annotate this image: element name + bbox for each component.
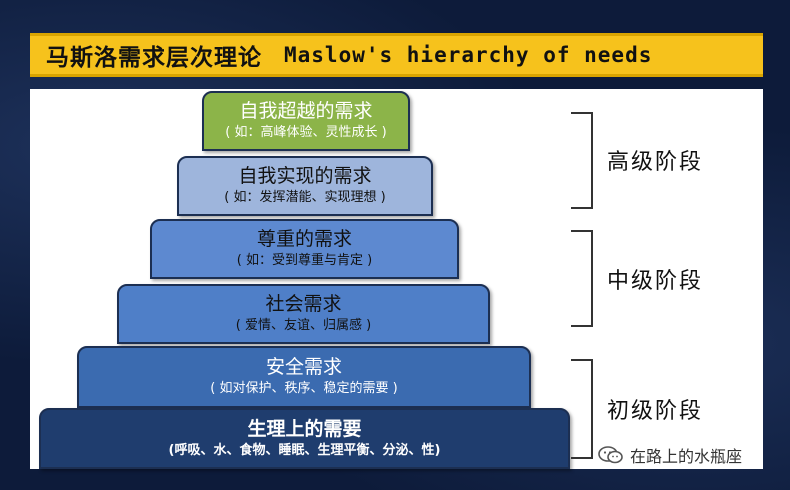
title-english: Maslow's hierarchy of needs [284, 43, 653, 67]
tier-description: ( 如：发挥潜能、实现理想 ) [224, 190, 386, 205]
tier-name: 自我实现的需求 [238, 165, 372, 187]
tier-social: 社会需求 ( 爱情、友谊、归属感 ) [117, 284, 490, 344]
watermark: 在路上的水瓶座 [598, 444, 742, 466]
tier-esteem: 尊重的需求 ( 如：受到尊重与肯定 ) [150, 219, 459, 279]
tier-name: 安全需求 [265, 356, 342, 378]
tier-self-actualization: 自我实现的需求 ( 如：发挥潜能、实现理想 ) [177, 156, 433, 216]
diagram-panel: 自我超越的需求 ( 如：高峰体验、灵性成长 ) 自我实现的需求 ( 如：发挥潜能… [30, 89, 763, 469]
stage-label-beginner: 初级阶段 [607, 399, 704, 424]
tier-self-transcendence: 自我超越的需求 ( 如：高峰体验、灵性成长 ) [202, 91, 410, 151]
title-bar: 马斯洛需求层次理论 Maslow's hierarchy of needs [30, 33, 763, 77]
tier-description: ( 爱情、友谊、归属感 ) [235, 318, 372, 333]
bracket-intermediate [571, 230, 593, 327]
stage-label-advanced: 高级阶段 [607, 150, 704, 175]
stage-label-intermediate: 中级阶段 [607, 269, 704, 294]
tier-description: ( 如对保护、秩序、稳定的需要 ) [210, 381, 398, 396]
title-chinese: 马斯洛需求层次理论 [46, 45, 262, 71]
tier-name: 自我超越的需求 [239, 100, 373, 122]
tier-name: 社会需求 [265, 293, 342, 315]
tier-description: (呼吸、水、食物、睡眠、生理平衡、分泌、性) [168, 442, 441, 458]
watermark-text: 在路上的水瓶座 [630, 447, 743, 466]
tier-safety: 安全需求 ( 如对保护、秩序、稳定的需要 ) [77, 346, 531, 408]
bracket-beginner [571, 359, 593, 459]
tier-description: ( 如：受到尊重与肯定 ) [236, 253, 373, 268]
tier-name: 生理上的需要 [247, 417, 362, 440]
wechat-icon [598, 446, 623, 464]
tier-physiological: 生理上的需要 (呼吸、水、食物、睡眠、生理平衡、分泌、性) [39, 408, 570, 469]
tier-name: 尊重的需求 [256, 228, 352, 250]
bracket-advanced [571, 112, 593, 209]
tier-description: ( 如：高峰体验、灵性成长 ) [225, 125, 387, 140]
